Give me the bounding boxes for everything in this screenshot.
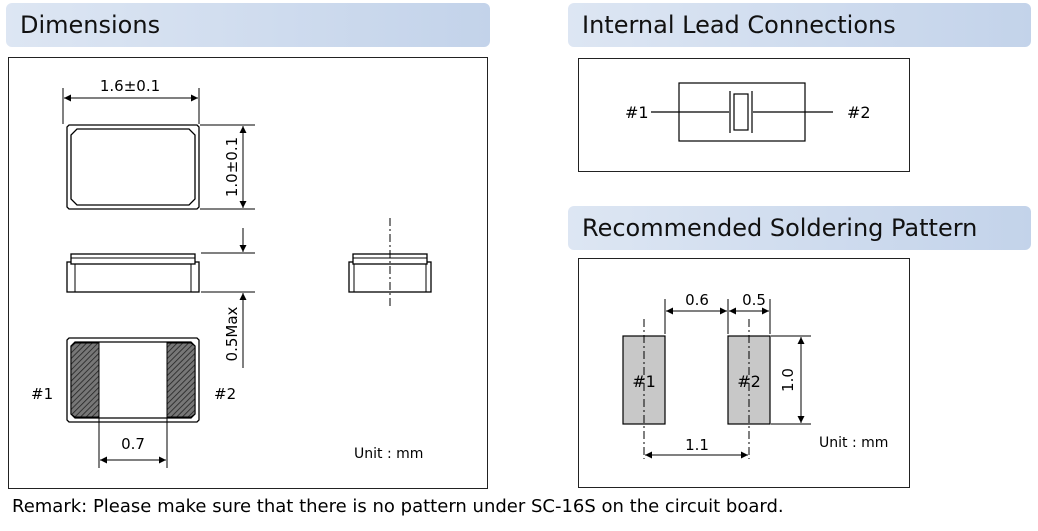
pad-gap-dimension [98, 418, 168, 468]
width-dimension [62, 88, 200, 124]
solder-pin2: #2 [737, 372, 761, 391]
height-dimension [200, 124, 255, 210]
half-width-label: 0.5 [742, 291, 766, 309]
soldering-title: Recommended Soldering Pattern [582, 214, 978, 242]
package-top-view [66, 124, 200, 210]
soldering-drawing: #1 #2 0.6 0.5 1.0 1.1 Unit : mm [622, 291, 888, 459]
pad-gap-label: 0.7 [121, 435, 145, 453]
bottom-pin1-label: #1 [31, 385, 53, 403]
gap-label: 0.6 [685, 291, 709, 309]
package-end-view [348, 218, 432, 308]
gap-dimension [664, 299, 771, 334]
dimensions-header: Dimensions [6, 3, 490, 47]
dimensions-drawing: 1.6±0.1 1.0±0.1 0.5Max [31, 77, 432, 468]
internal-panel: #1 #2 [578, 58, 910, 172]
crystal-icon [733, 93, 749, 131]
internal-pin2: #2 [847, 103, 871, 122]
internal-drawing: #1 #2 [625, 82, 871, 142]
internal-pin1: #1 [625, 103, 649, 122]
internal-title: Internal Lead Connections [582, 11, 896, 39]
dimensions-panel: 1.6±0.1 1.0±0.1 0.5Max [8, 57, 488, 489]
thickness-dimension [201, 228, 255, 368]
width-label: 1.6±0.1 [100, 77, 160, 95]
solder-pin1: #1 [632, 372, 656, 391]
height-label: 1.0±0.1 [223, 137, 241, 197]
pad-height-label: 1.0 [779, 368, 797, 392]
dimensions-title: Dimensions [20, 11, 161, 39]
remark-text: Remark: Please make sure that there is n… [12, 496, 784, 517]
package-bottom-view [66, 337, 200, 423]
bottom-pin2-label: #2 [214, 385, 236, 403]
soldering-panel: #1 #2 0.6 0.5 1.0 1.1 Unit : mm [578, 258, 910, 488]
pad-height-dimension [771, 335, 811, 425]
pitch-label: 1.1 [685, 436, 709, 454]
internal-header: Internal Lead Connections [568, 3, 1031, 47]
package-side-view [66, 253, 200, 293]
dimensions-unit: Unit : mm [354, 446, 423, 462]
soldering-header: Recommended Soldering Pattern [568, 206, 1031, 250]
soldering-unit: Unit : mm [819, 435, 888, 451]
thickness-label: 0.5Max [223, 306, 241, 361]
